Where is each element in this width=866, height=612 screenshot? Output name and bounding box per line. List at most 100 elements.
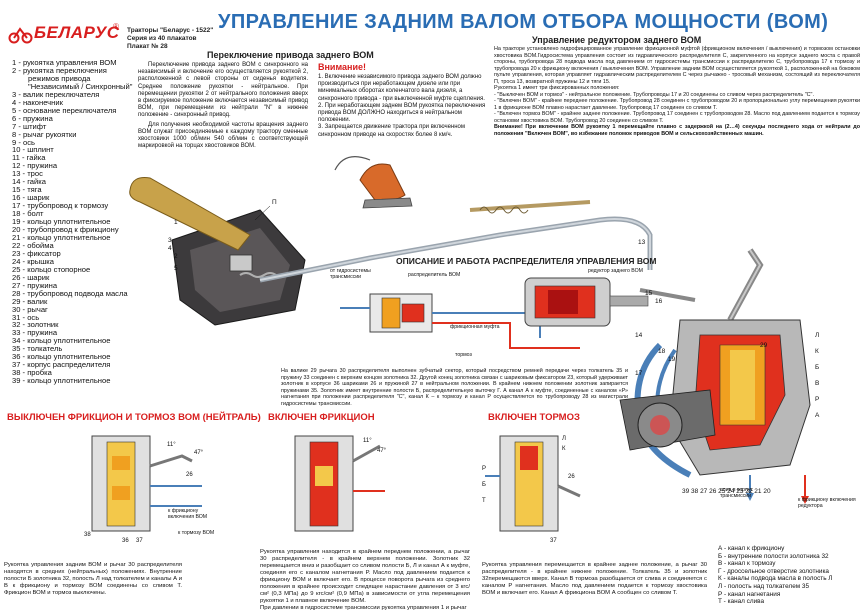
callout-T-brake: Т xyxy=(482,498,486,504)
callout-26-neutral: 26 xyxy=(186,472,193,478)
callout-3: 3 xyxy=(168,237,172,244)
parts-list-item: 17 - трубопровод к тормозу xyxy=(12,201,109,211)
parts-list-item: 27 - пружина xyxy=(12,280,58,290)
parts-list-item: 5 - основание переключателя xyxy=(12,105,117,115)
reductor-paragraph-1: На тракторе установлено гидрофицированно… xyxy=(494,46,860,85)
callout-13: 13 xyxy=(638,239,646,246)
callout-17: 17 xyxy=(635,370,643,377)
channel-legend-item: В - канал к тормозу xyxy=(718,560,776,568)
parts-list-item: 29 - валик xyxy=(12,296,48,306)
callout-2: 2 xyxy=(174,253,178,260)
parts-list-item: 7 - штифт xyxy=(12,121,47,131)
switching-paragraph-2: Для получения необходимой частоты вращен… xyxy=(138,121,308,150)
parts-list-item: 22 - обойма xyxy=(12,240,54,250)
friction-arrow-icon xyxy=(801,496,809,504)
callout-36: 36 xyxy=(122,538,129,544)
callout-19: 19 xyxy=(668,356,676,363)
drain-arrow-icon xyxy=(746,493,754,501)
callout-K: К xyxy=(815,348,819,355)
parts-list-item: 11 - гайка xyxy=(12,153,46,163)
distributor-heading: ОПИСАНИЕ И РАБОТА РАСПРЕДЕЛИТЕЛЯ УПРАВЛЕ… xyxy=(396,256,657,266)
mode-text-friction: Рукоятка управления находится в крайнем … xyxy=(260,549,470,612)
valve-diagram-friction: 11° 47° xyxy=(294,435,387,532)
label-drain: слив в корпус трансмиссии xyxy=(720,487,753,499)
callout-16: 16 xyxy=(655,298,663,305)
channel-legend-item: Г - дроссельное отверстие золотника xyxy=(718,567,829,575)
parts-list-item: 4 - наконечник xyxy=(12,97,63,107)
parts-list-item: 12 - пружина xyxy=(12,161,58,171)
brand-name: БЕЛАРУС xyxy=(34,23,120,42)
callout-1: 1 xyxy=(174,219,178,226)
angle-11: 11° xyxy=(167,442,176,448)
switching-text: Переключение привода заднего ВОМ с синхр… xyxy=(138,62,308,152)
label-reductor: редуктор заднего ВОМ xyxy=(588,268,643,274)
callout-P: П xyxy=(272,199,277,206)
switching-heading: Переключение привода заднего ВОМ xyxy=(207,50,374,60)
reductor-paragraph-2: Рукоятка 1 имеет три фиксированных полож… xyxy=(494,85,620,91)
mode-text-friction-cut: При давлении в гидросистеме трансмиссии … xyxy=(260,605,467,611)
series-line-2: Серия из 40 плакатов xyxy=(127,35,197,42)
attention-item-2: 2. При неработающем заднем ВОМ рукоятка … xyxy=(318,102,486,124)
callout-row: 39 38 27 26 25 24 23 22 21 20 xyxy=(682,488,771,495)
parts-list-item: 3 - валик переключателя xyxy=(12,89,100,99)
valve-diagram-brake: Р Б Т Л К 26 37 xyxy=(482,435,581,544)
label-to-friction-reductor: к фрикциону включения редуктора xyxy=(798,497,856,509)
callout-L-brake: Л xyxy=(562,436,566,442)
parts-list-item: 32 - золотник xyxy=(12,320,59,330)
handle-icon xyxy=(129,177,251,251)
callout-37-brake: 37 xyxy=(550,538,557,544)
parts-list-item: 34 - кольцо уплотнительное xyxy=(12,336,111,346)
parts-list-item: 1 - рукоятка управления ВОМ xyxy=(12,58,117,67)
callout-14: 14 xyxy=(635,332,643,339)
callout-26-brake: 26 xyxy=(568,474,575,480)
parts-list-item: 20 - трубопровод к фрикциону xyxy=(12,225,119,235)
parts-list-item: 9 - ось xyxy=(12,137,35,147)
valve-diagram-neutral: 11° 47° 26 38 36 37 к фрикциону включени… xyxy=(84,435,214,544)
callout-38: 38 xyxy=(84,532,91,538)
callout-R-brake: Р xyxy=(482,466,486,472)
parts-list-item: 23 - фиксатор xyxy=(12,248,61,258)
parts-list-item: 25 - кольцо стопорное xyxy=(12,264,91,274)
parts-list-item: 35 - толкатель xyxy=(12,344,63,354)
parts-list-item: режимов привода xyxy=(28,73,91,83)
parts-list-item: 10 - шплинт xyxy=(12,145,54,155)
channel-legend-item: Т - канал слива xyxy=(718,598,765,606)
callout-B-brake: Б xyxy=(482,482,486,488)
distributor-text: На валике 29 рычага 30 распределителя вы… xyxy=(281,368,628,407)
parts-list-item: 21 - кольцо уплотнительное xyxy=(12,232,111,242)
mode-text-neutral: Рукоятка управления задним ВОМ и рычаг 3… xyxy=(4,562,182,596)
switching-paragraph-1: Переключение привода заднего ВОМ с синхр… xyxy=(138,62,308,119)
label-distributor: распределитель ВОМ xyxy=(408,272,461,278)
callout-V: В xyxy=(815,380,819,387)
channel-legend-item: А - канал к фрикциону xyxy=(718,545,785,552)
mode-title-brake: ВКЛЮЧЕН ТОРМОЗ xyxy=(488,412,580,423)
reductor-warning: Внимание! При включении ВОМ рукоятку 1 п… xyxy=(494,124,860,137)
attention-text: 1. Включение независимого привода заднег… xyxy=(318,74,488,139)
parts-list-item: "Независимый / Синхронный" xyxy=(28,81,133,91)
callout-L: Л xyxy=(815,332,819,339)
mode-title-neutral: ВЫКЛЮЧЕН ФРИКЦИОН И ТОРМОЗ ВОМ (НЕЙТРАЛЬ… xyxy=(7,412,261,423)
angle-47-friction: 47° xyxy=(377,448,387,454)
parts-list-item: 13 - трос xyxy=(12,169,43,179)
reductor-position-brake: - "Включен тормоз ВОМ" - крайнее заднее … xyxy=(494,111,860,124)
label-to-friction: к фрикциону включения ВОМ xyxy=(168,508,208,520)
callout-5: 5 xyxy=(174,265,178,272)
poster-title: УПРАВЛЕНИЕ ЗАДНИМ ВАЛОМ ОТБОРА МОЩНОСТИ … xyxy=(218,11,829,33)
label-from-transmission: от гидросистемы трансмиссии xyxy=(330,268,371,280)
reductor-heading: Управление редуктором заднего ВОМ xyxy=(532,35,702,45)
attention-item-1: 1. Включение независимого привода заднег… xyxy=(318,74,485,102)
reductor-text: На тракторе установлено гидрофицированно… xyxy=(494,46,860,137)
parts-list-item: 36 - кольцо уплотнительное xyxy=(12,352,111,362)
channel-legend-item: Л - полость над толкателем 35 xyxy=(718,582,810,590)
label-friction-clutch: фрикционная муфта xyxy=(450,324,500,330)
callout-R: Р xyxy=(815,396,819,403)
parts-list-item: 15 - тяга xyxy=(12,185,42,195)
parts-list-item: 18 - болт xyxy=(12,209,44,219)
reductor-position-on: - "Включен ВОМ" - крайнее переднее полож… xyxy=(494,98,860,111)
callout-B: Б xyxy=(815,364,819,371)
callout-K-brake: К xyxy=(562,446,566,452)
poster-series: Тракторы "Беларус - 1522" Серия из 40 пл… xyxy=(127,27,213,51)
callout-18: 18 xyxy=(658,348,666,355)
parts-list-item: 28 - трубопровод подвода масла xyxy=(12,288,128,298)
distributor-schematic: от гидросистемы трансмиссии распределите… xyxy=(330,268,649,358)
